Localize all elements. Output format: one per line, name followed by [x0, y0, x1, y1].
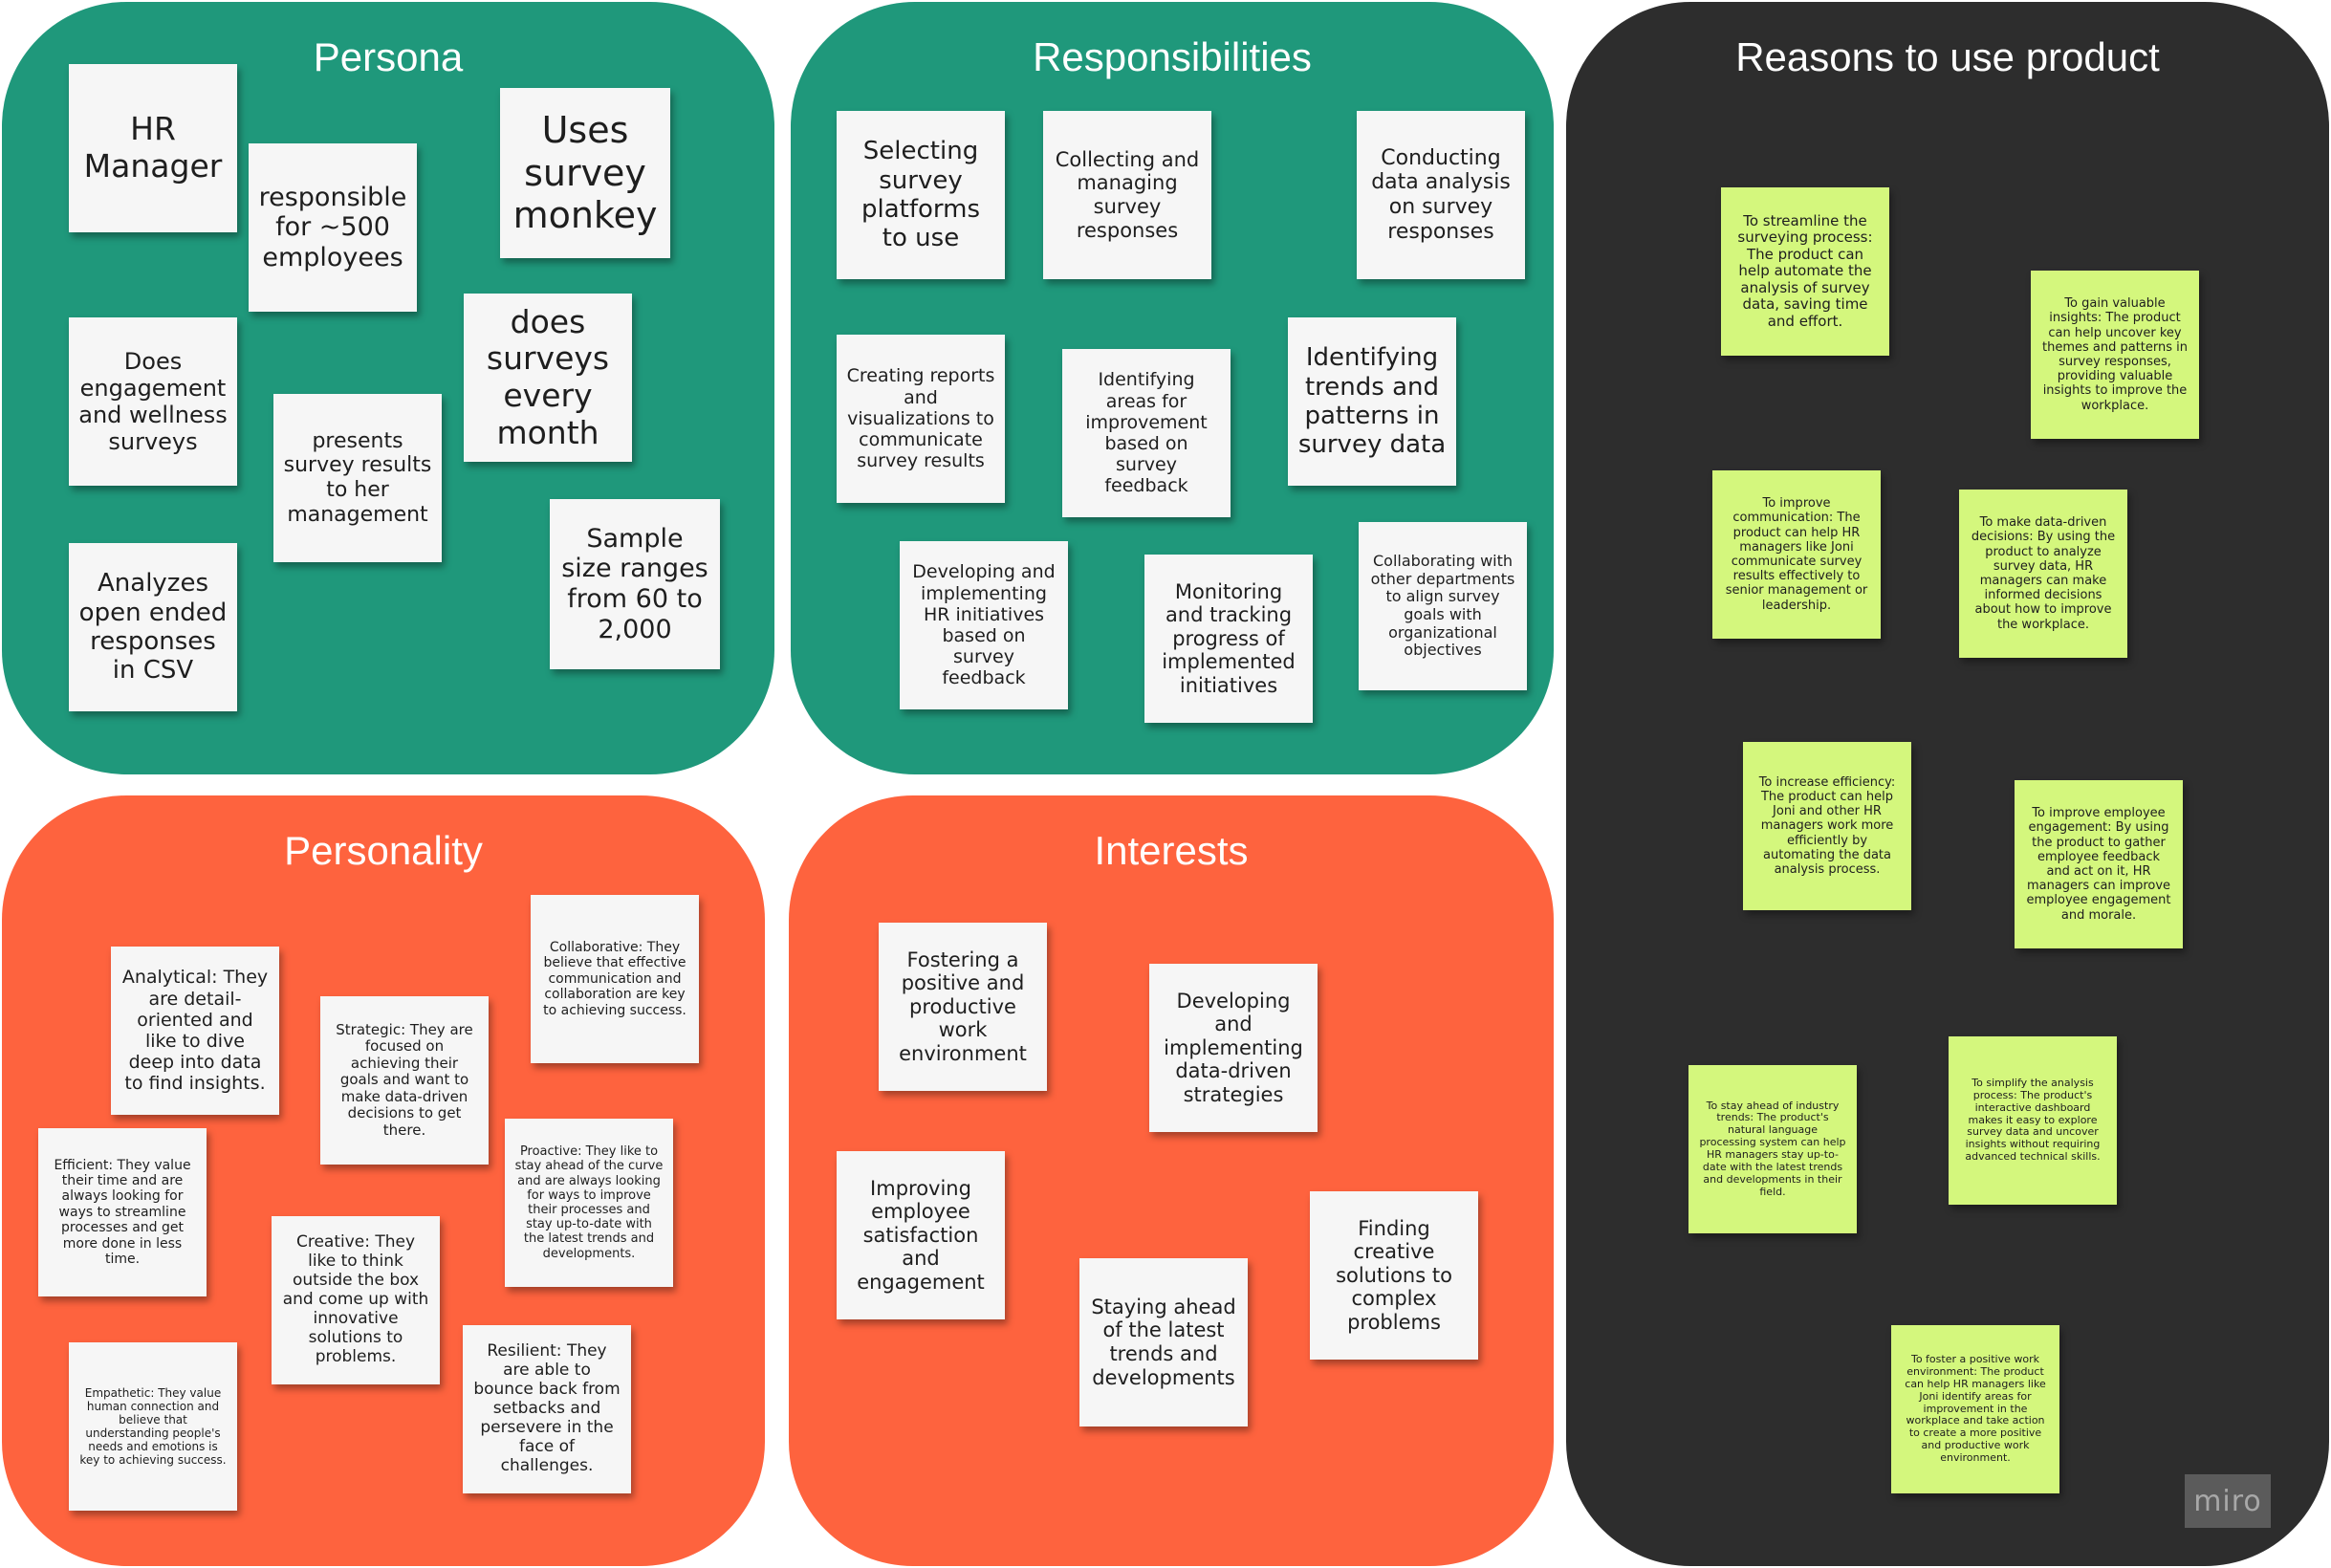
sticky-note[interactable]: Strategic: They are focused on achieving… [320, 996, 489, 1165]
sticky-note[interactable]: does surveys every month [464, 294, 632, 462]
sticky-note[interactable]: Monitoring and tracking progress of impl… [1144, 555, 1313, 723]
sticky-note[interactable]: Staying ahead of the latest trends and d… [1079, 1258, 1248, 1426]
sticky-note[interactable]: Identifying trends and patterns in surve… [1288, 317, 1456, 486]
reasons-title: Reasons to use product [1735, 34, 2160, 79]
sticky-note[interactable]: responsible for ~500 employees [249, 143, 417, 312]
sticky-note[interactable]: Developing and implementing data-driven … [1149, 964, 1318, 1132]
sticky-note[interactable]: To foster a positive work environment: T… [1891, 1325, 2059, 1493]
sticky-note[interactable]: Does engagement and wellness surveys [69, 317, 237, 486]
sticky-note[interactable]: Collaborating with other departments to … [1359, 522, 1527, 690]
sticky-note[interactable]: Analytical: They are detail-oriented and… [111, 947, 279, 1115]
sticky-note[interactable]: Improving employee satisfaction and enga… [837, 1151, 1005, 1319]
sticky-note[interactable]: Empathetic: They value human connection … [69, 1342, 237, 1511]
sticky-note[interactable]: Creative: They like to think outside the… [272, 1216, 440, 1384]
reasons-panel: Reasons to use product [1566, 2, 2329, 1566]
sticky-note[interactable]: Identifying areas for improvement based … [1062, 349, 1231, 517]
sticky-note[interactable]: To stay ahead of industry trends: The pr… [1688, 1065, 1857, 1233]
sticky-note[interactable]: To improve communication: The product ca… [1712, 470, 1881, 639]
sticky-note[interactable]: Efficient: They value their time and are… [38, 1128, 207, 1296]
interests-title: Interests [1094, 828, 1249, 873]
sticky-note[interactable]: Collecting and managing survey responses [1043, 111, 1211, 279]
sticky-note[interactable]: To improve employee engagement: By using… [2015, 780, 2183, 948]
sticky-note[interactable]: To increase efficiency: The product can … [1743, 742, 1911, 910]
miro-logo: miro [2185, 1474, 2271, 1528]
sticky-note[interactable]: To make data-driven decisions: By using … [1959, 490, 2127, 658]
sticky-note[interactable]: To gain valuable insights: The product c… [2031, 271, 2199, 439]
sticky-note[interactable]: presents survey results to her managemen… [273, 394, 442, 562]
sticky-note[interactable]: Conducting data analysis on survey respo… [1357, 111, 1525, 279]
sticky-note[interactable]: Developing and implementing HR initiativ… [900, 541, 1068, 709]
sticky-note[interactable]: Creating reports and visualizations to c… [837, 335, 1005, 503]
sticky-note[interactable]: Finding creative solutions to complex pr… [1310, 1191, 1478, 1360]
sticky-note[interactable]: HR Manager [69, 64, 237, 232]
sticky-note[interactable]: Collaborative: They believe that effecti… [531, 895, 699, 1063]
sticky-note[interactable]: Uses survey monkey [500, 88, 670, 258]
sticky-note[interactable]: Selecting survey platforms to use [837, 111, 1005, 279]
sticky-note[interactable]: To simplify the analysis process: The pr… [1949, 1036, 2117, 1205]
sticky-note[interactable]: Proactive: They like to stay ahead of th… [505, 1119, 673, 1287]
personality-title: Personality [284, 828, 483, 873]
sticky-note[interactable]: To streamline the surveying process: The… [1721, 187, 1889, 356]
sticky-note[interactable]: Analyzes open ended responses in CSV [69, 543, 237, 711]
sticky-note[interactable]: Sample size ranges from 60 to 2,000 [550, 499, 720, 669]
persona-title: Persona [313, 34, 464, 79]
sticky-note[interactable]: Fostering a positive and productive work… [879, 923, 1047, 1091]
sticky-note[interactable]: Resilient: They are able to bounce back … [463, 1325, 631, 1493]
responsibilities-title: Responsibilities [1033, 34, 1312, 79]
